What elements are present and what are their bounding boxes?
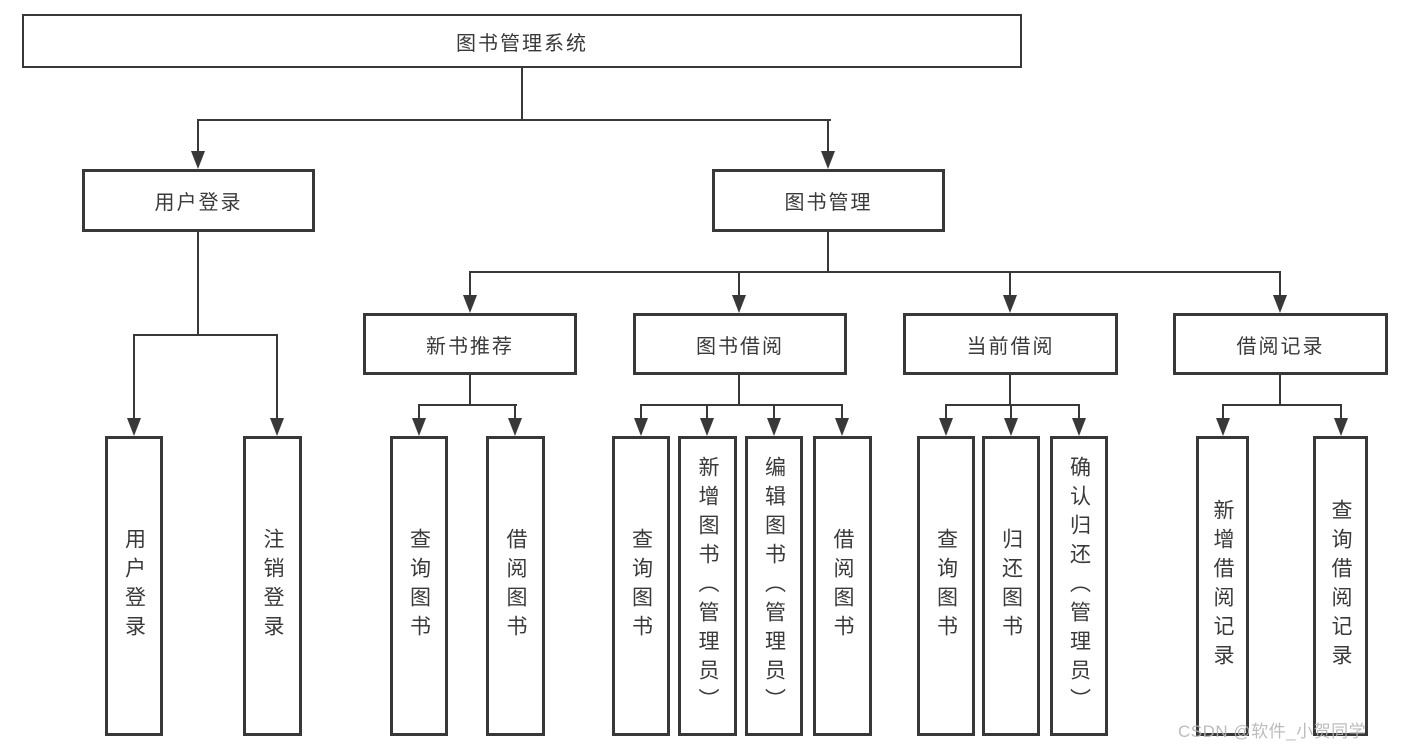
connector-drop xyxy=(773,404,775,420)
leaf-borrow-books: 借阅图书 xyxy=(813,436,872,736)
arrow-down-icon xyxy=(412,418,426,436)
node-label: 新书推荐 xyxy=(426,335,514,358)
connector-root-rail xyxy=(197,119,831,121)
arrow-down-icon xyxy=(1003,295,1017,313)
connector-drop-borrow xyxy=(738,271,740,297)
node-label: 用户登录 xyxy=(122,528,146,644)
leaf-add-borrow-record: 新增借阅记录 xyxy=(1196,436,1249,736)
arrow-down-icon xyxy=(835,418,849,436)
leaf-query-borrow-record: 查询借阅记录 xyxy=(1313,436,1368,736)
connector-user-login-rail xyxy=(133,334,278,336)
connector-drop xyxy=(706,404,708,420)
leaf-logout: 注销登录 xyxy=(243,436,302,736)
connector-drop xyxy=(1340,404,1342,420)
node-label: 借阅图书 xyxy=(504,528,527,644)
node-book-borrowing: 图书借阅 xyxy=(633,313,847,375)
connector-drop xyxy=(640,404,642,420)
node-label: 查询图书 xyxy=(629,528,653,644)
node-label: 借阅图书 xyxy=(831,528,854,644)
node-label: 归还图书 xyxy=(999,528,1023,644)
leaf-user-login: 用户登录 xyxy=(105,436,163,736)
arrow-down-icon xyxy=(732,295,746,313)
connector-root-stem xyxy=(521,68,523,121)
node-label: 查询图书 xyxy=(407,528,431,644)
node-label: 注销登录 xyxy=(261,528,284,644)
node-label: 确认归还（管理员） xyxy=(1067,455,1091,717)
connector-drop-logout xyxy=(276,334,278,418)
connector-drop xyxy=(841,404,843,420)
leaf-edit-books-admin: 编辑图书（管理员） xyxy=(745,436,803,736)
csdn-watermark: CSDN @软件_小贺同学 xyxy=(1178,722,1367,741)
node-current-borrowing: 当前借阅 xyxy=(903,313,1118,375)
leaf-add-books-admin: 新增图书（管理员） xyxy=(678,436,737,736)
arrow-down-icon xyxy=(700,418,714,436)
arrow-down-icon xyxy=(1216,418,1230,436)
connector-drop-user-login xyxy=(197,119,199,152)
leaf-borrow-books-recommend: 借阅图书 xyxy=(486,436,545,736)
arrow-down-icon xyxy=(127,418,141,436)
connector-drop-new-book xyxy=(469,271,471,297)
node-borrow-records: 借阅记录 xyxy=(1173,313,1388,375)
arrow-down-icon xyxy=(270,418,284,436)
connector-user-login-stem xyxy=(197,232,199,336)
leaf-query-books-current: 查询图书 xyxy=(917,436,975,736)
arrow-down-icon xyxy=(939,418,953,436)
connector-drop xyxy=(514,404,516,420)
node-library-management-system: 图书管理系统 xyxy=(22,14,1022,68)
arrow-down-icon xyxy=(508,418,522,436)
node-label: 新增图书（管理员） xyxy=(696,455,719,717)
node-label: 当前借阅 xyxy=(966,335,1055,358)
arrow-down-icon xyxy=(767,418,781,436)
node-new-book-recommend: 新书推荐 xyxy=(363,313,577,375)
arrow-down-icon xyxy=(821,151,835,169)
connector-book-mgmt-stem xyxy=(827,232,829,273)
node-book-management: 图书管理 xyxy=(712,169,945,232)
connector-drop xyxy=(1222,404,1224,420)
connector-drop xyxy=(1078,404,1080,420)
connector-drop-current xyxy=(1009,271,1011,297)
connector-drop xyxy=(945,404,947,420)
node-label: 图书管理 xyxy=(784,192,873,214)
connector-drop-records xyxy=(1279,271,1281,297)
connector-drop-book-mgmt xyxy=(827,119,829,152)
node-user-login: 用户登录 xyxy=(82,169,315,232)
connector-newbook-rail xyxy=(418,404,517,406)
arrow-down-icon xyxy=(191,151,205,169)
node-label: 借阅记录 xyxy=(1236,335,1325,358)
node-label: 图书管理系统 xyxy=(456,32,588,55)
connector-drop-login xyxy=(133,334,135,418)
connector-newbook-stem xyxy=(469,375,471,406)
node-label: 新增借阅记录 xyxy=(1211,499,1234,673)
node-label: 查询图书 xyxy=(934,528,958,644)
arrow-down-icon xyxy=(1334,418,1348,436)
leaf-confirm-return-admin: 确认归还（管理员） xyxy=(1050,436,1108,736)
connector-records-rail xyxy=(1222,404,1341,406)
node-label: 查询借阅记录 xyxy=(1329,499,1352,673)
connector-drop xyxy=(1010,404,1012,420)
connector-drop xyxy=(418,404,420,420)
node-label: 用户登录 xyxy=(154,192,243,214)
arrow-down-icon xyxy=(634,418,648,436)
arrow-down-icon xyxy=(463,295,477,313)
node-label: 编辑图书（管理员） xyxy=(762,455,786,717)
connector-current-rail xyxy=(945,404,1080,406)
leaf-query-books-recommend: 查询图书 xyxy=(390,436,448,736)
leaf-return-books: 归还图书 xyxy=(982,436,1040,736)
connector-borrow-stem xyxy=(738,375,740,406)
connector-records-stem xyxy=(1279,375,1281,406)
arrow-down-icon xyxy=(1072,418,1086,436)
connector-borrow-rail xyxy=(640,404,843,406)
arrow-down-icon xyxy=(1004,418,1018,436)
connector-current-stem xyxy=(1009,375,1011,406)
connector-book-mgmt-rail xyxy=(469,271,1281,273)
leaf-query-books-borrow: 查询图书 xyxy=(612,436,670,736)
arrow-down-icon xyxy=(1273,295,1287,313)
node-label: 图书借阅 xyxy=(696,335,784,358)
